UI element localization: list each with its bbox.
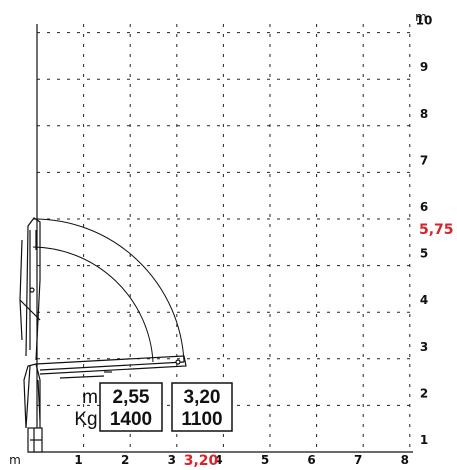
table-col1-reach: 2,55: [113, 387, 150, 408]
crane-drawing: [19, 217, 187, 453]
x-tick-label: 8: [401, 453, 409, 467]
y-axis-unit: m: [415, 10, 427, 24]
x-tick-label: 1: [74, 453, 82, 467]
table-col2-reach: 3,20: [184, 387, 221, 408]
envelope-arc-outer: [32, 218, 185, 363]
x-axis-ticks: 1 2 3 4 5 6 7 8: [74, 453, 409, 467]
x-axis-unit: m: [9, 453, 21, 467]
y-tick-label: 2: [420, 386, 428, 400]
y-tick-label: 6: [420, 200, 428, 214]
grid-lines: [37, 24, 413, 452]
y-tick-label: 8: [420, 107, 428, 121]
lifting-envelope: [32, 218, 185, 363]
y-tick-label: 10: [416, 14, 433, 28]
y-tick-label: 5: [420, 247, 428, 261]
x-tick-label: 2: [121, 453, 129, 467]
envelope-arc-inner: [32, 246, 154, 363]
y-tick-label: 9: [420, 60, 428, 74]
load-table: m Kg 2,55 1400 3,20 1100: [74, 382, 233, 432]
table-cell-col1: [99, 382, 163, 432]
x-tick-label: 3: [168, 453, 176, 467]
max-height-label: 5,75: [419, 222, 454, 238]
table-col2-load: 1100: [181, 409, 222, 430]
y-axis-ticks: 1 2 3 4 5 6 7 8 9 10: [416, 14, 433, 447]
crane-folded-boom: [25, 217, 41, 361]
table-label-reach: m: [82, 387, 98, 408]
x-tick-label: 7: [354, 453, 362, 467]
y-tick-label: 7: [420, 153, 428, 167]
y-tick-label: 3: [420, 340, 428, 354]
crane-column: [23, 363, 41, 429]
max-reach-label: 3,20: [184, 453, 219, 469]
crane-main-boom: [35, 355, 187, 375]
axes: [28, 24, 413, 453]
x-tick-label: 4: [214, 453, 222, 467]
x-tick-label: 5: [261, 453, 269, 467]
table-label-load: Kg: [74, 409, 97, 430]
table-col1-load: 1400: [110, 409, 152, 430]
table-cell-col2: [171, 382, 233, 432]
y-tick-label: 4: [420, 293, 428, 307]
y-tick-label: 1: [420, 433, 428, 447]
x-tick-label: 6: [307, 453, 315, 467]
